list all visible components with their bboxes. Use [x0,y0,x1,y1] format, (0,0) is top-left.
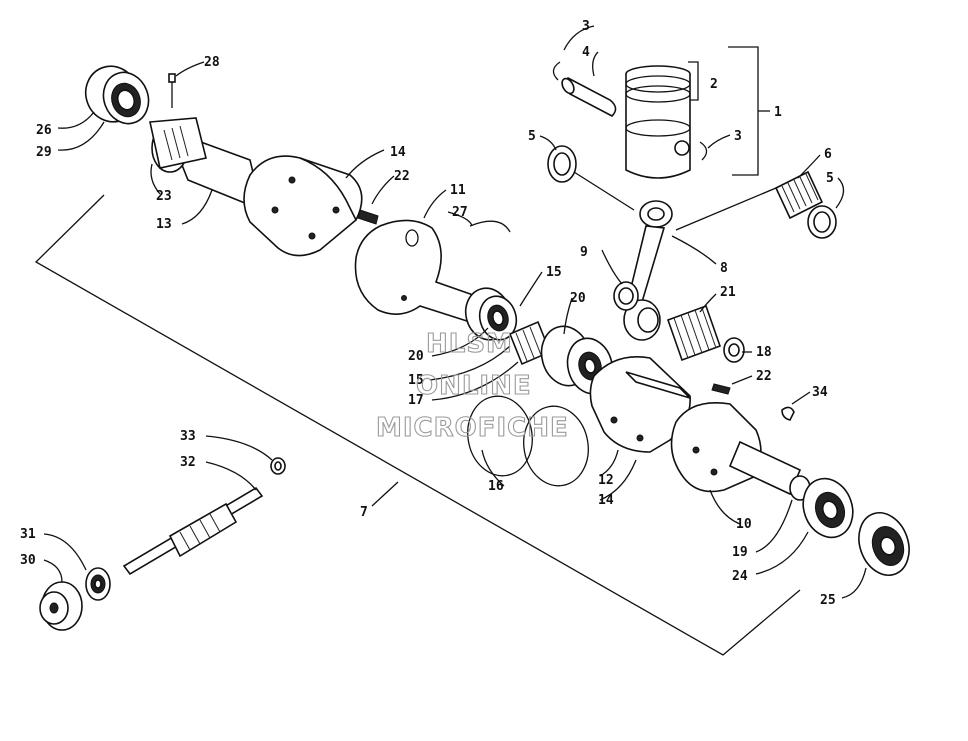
callout-31: 31 [20,527,36,542]
callout-23: 23 [156,189,172,204]
callout-29: 29 [36,145,52,160]
key-34 [781,406,795,421]
callout-1: 1 [774,105,782,120]
thrust-washer-right [807,205,837,239]
washer-31 [85,567,111,601]
callout-22: 22 [756,369,772,384]
leader-lines [43,25,867,599]
gear-17 [508,320,552,366]
labyrinth-seal-15-20 [540,325,614,395]
watermark-line-1: HLSM [426,329,513,359]
piston-pin [561,76,617,117]
small-end-bearing [774,170,824,220]
callout-5: 5 [528,129,536,144]
callout-32: 32 [180,455,196,470]
callout-20: 20 [408,349,424,364]
callout-26: 26 [36,123,52,138]
key-22-upper [357,209,379,225]
callout-25: 25 [820,593,836,608]
thrust-washer-upper [547,145,577,183]
crankshaft-assembly-bracket [34,194,801,656]
callout-11: 11 [450,183,466,198]
callout-5: 5 [826,171,834,186]
callout-2: 2 [710,77,718,92]
callout-15: 15 [408,373,424,388]
callout-20: 20 [570,291,586,306]
pin-circlip-left [552,61,561,81]
pump-drive-shaft [122,486,264,576]
callout-4: 4 [582,45,590,60]
crank-half-right [670,402,802,496]
pin-28 [168,73,176,108]
piston [625,65,691,179]
watermark: HLSM ONLINE MICROFICHE [375,328,569,443]
callout-14: 14 [390,145,406,160]
callout-14: 14 [598,493,614,508]
crank-web-right [589,356,691,453]
callout-8: 8 [720,261,728,276]
watermark-line-2: ONLINE [416,371,532,401]
callout-34: 34 [812,385,828,400]
callout-12: 12 [598,473,614,488]
callout-19: 19 [732,545,748,560]
big-end-washer-18 [723,337,745,363]
callout-7: 7 [360,505,368,520]
callout-labels: 3 4 2 1 3 5 6 5 8 9 15 20 21 18 22 34 28… [20,19,836,608]
main-bearing-right-19-24 [789,475,854,539]
callout-30: 30 [20,553,36,568]
callout-24: 24 [732,569,748,584]
big-end-needle-bearing [666,304,722,362]
oil-seal-26-29 [84,65,150,125]
callout-17: 17 [408,393,424,408]
callout-18: 18 [756,345,772,360]
key-22-lower [711,383,731,395]
crank-center-shaft [354,219,477,324]
pin-circlip-right [699,141,708,161]
bearing-23 [149,117,207,169]
piston-assembly-bracket [688,46,770,176]
connecting-rod [623,200,673,341]
callout-6: 6 [824,147,832,162]
callout-9: 9 [580,245,588,260]
callout-16: 16 [488,479,504,494]
callout-27: 27 [452,205,468,220]
washer-33-upper [270,457,286,475]
main-bearing-center [464,287,518,341]
drive-gear-30 [39,581,83,631]
callout-10: 10 [736,517,752,532]
callout-28: 28 [204,55,220,70]
callout-22: 22 [394,169,410,184]
callout-13: 13 [156,217,172,232]
seal-ring-16 [467,395,589,487]
callout-33: 33 [180,429,196,444]
oil-seal-25 [858,512,910,576]
watermark-line-3: MICROFICHE [376,413,569,443]
callout-3: 3 [582,19,590,34]
callout-21: 21 [720,285,736,300]
callout-15: 15 [546,265,562,280]
washer-9 [613,281,639,311]
snap-ring-27 [469,220,511,233]
callout-3: 3 [734,129,742,144]
